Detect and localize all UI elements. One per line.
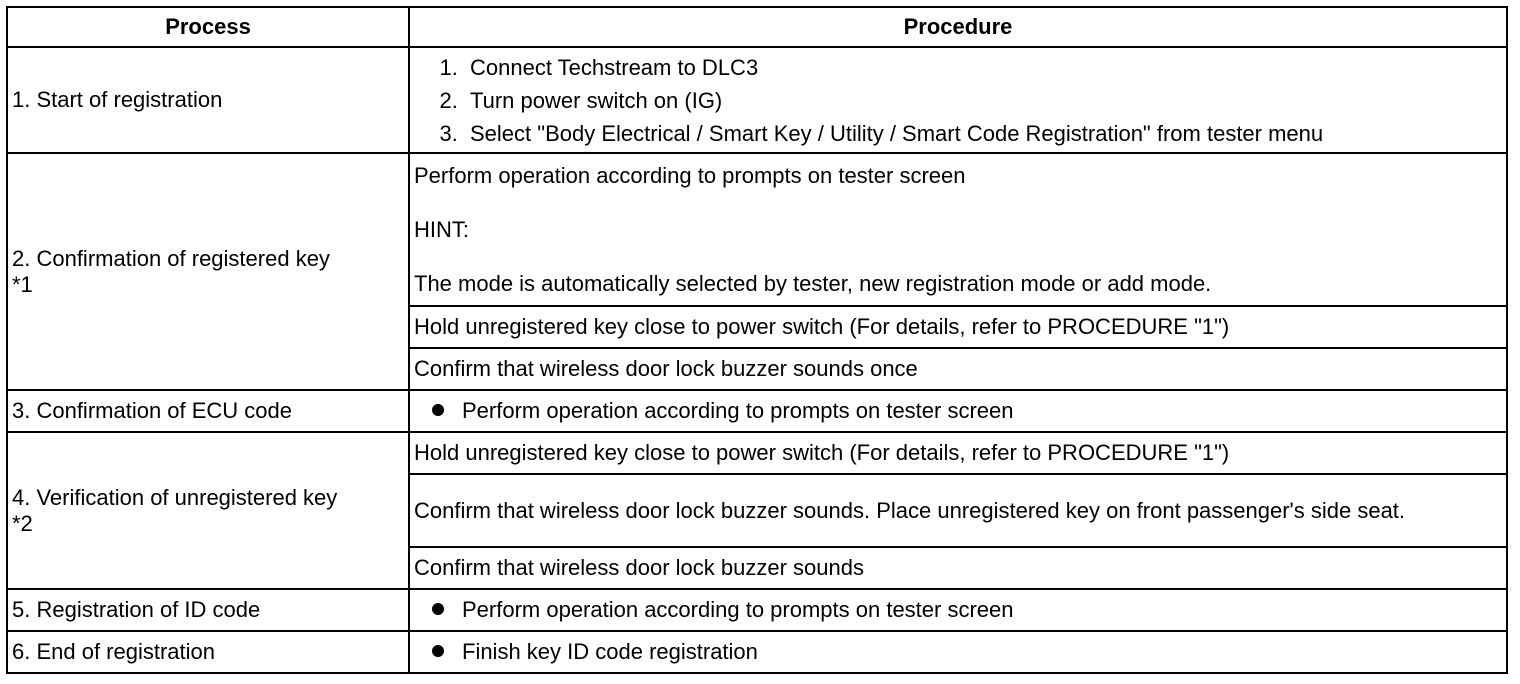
- process-cell: 2. Confirmation of registered key *1: [6, 152, 410, 391]
- table-row: Confirm that wireless door lock buzzer s…: [7, 546, 1508, 590]
- process-cell: 4. Verification of unregistered key *2: [6, 431, 410, 590]
- process-cell: 3. Confirmation of ECU code: [6, 389, 410, 433]
- hint-label: HINT:: [414, 216, 469, 242]
- bullet-text: Finish key ID code registration: [462, 639, 758, 664]
- process-cell: 5. Registration of ID code: [6, 588, 410, 632]
- table-row: 2. Confirmation of registered key *1 Per…: [6, 152, 1508, 391]
- procedure-cell: Hold unregistered key close to power swi…: [408, 305, 1508, 349]
- procedure-cell: Perform operation according to prompts o…: [408, 588, 1508, 632]
- bullet-text: Perform operation according to prompts o…: [462, 398, 1014, 423]
- procedure-cell: Confirm that wireless door lock buzzer s…: [408, 546, 1508, 590]
- table-row: Hold unregistered key close to power swi…: [7, 305, 1508, 349]
- bullet-icon: [432, 645, 444, 658]
- bullet-item: Perform operation according to prompts o…: [414, 398, 1014, 424]
- process-label: 2. Confirmation of registered key: [12, 245, 330, 271]
- hint-text: The mode is automatically selected by te…: [414, 270, 1212, 296]
- process-cell: 6. End of registration: [6, 630, 410, 674]
- table-row: 6. End of registration Finish key ID cod…: [6, 630, 1508, 674]
- procedure-cell: Confirm that wireless door lock buzzer s…: [408, 473, 1508, 548]
- procedure-cell: Hold unregistered key close to power swi…: [408, 431, 1508, 475]
- footnote-marker: *2: [12, 510, 33, 536]
- procedure-cell: Confirm that wireless door lock buzzer s…: [408, 347, 1508, 391]
- procedure-cell: Finish key ID code registration: [408, 630, 1508, 674]
- process-label: 4. Verification of unregistered key: [12, 484, 338, 510]
- list-item: Connect Techstream to DLC3: [464, 51, 1506, 84]
- header-process: Process: [6, 6, 410, 48]
- procedure-cell: Perform operation according to prompts o…: [408, 389, 1508, 433]
- table-row: 3. Confirmation of ECU code Perform oper…: [6, 389, 1508, 433]
- prompt-text: Perform operation according to prompts o…: [414, 162, 966, 188]
- bullet-item: Finish key ID code registration: [414, 639, 758, 665]
- registration-procedure-table: Process Procedure 1. Start of registrati…: [6, 6, 1508, 674]
- bullet-text: Perform operation according to prompts o…: [462, 597, 1014, 622]
- bullet-icon: [432, 603, 444, 616]
- step-list: Connect Techstream to DLC3 Turn power sw…: [414, 51, 1506, 150]
- footnote-marker: *1: [12, 271, 33, 297]
- table-row: Confirm that wireless door lock buzzer s…: [7, 473, 1508, 548]
- table-row: 4. Verification of unregistered key *2 H…: [6, 431, 1508, 590]
- bullet-item: Perform operation according to prompts o…: [414, 597, 1014, 623]
- list-item: Turn power switch on (IG): [464, 84, 1506, 117]
- process-cell: 1. Start of registration: [6, 46, 410, 154]
- procedure-cell: Perform operation according to prompts o…: [408, 152, 1508, 307]
- table-row: 1. Start of registration Connect Techstr…: [6, 46, 1508, 154]
- table-row: Confirm that wireless door lock buzzer s…: [7, 347, 1508, 391]
- bullet-icon: [432, 404, 444, 417]
- procedure-cell: Connect Techstream to DLC3 Turn power sw…: [408, 46, 1508, 154]
- table-row: 5. Registration of ID code Perform opera…: [6, 588, 1508, 632]
- header-row: Process Procedure: [6, 6, 1508, 48]
- header-procedure: Procedure: [408, 6, 1508, 48]
- list-item: Select "Body Electrical / Smart Key / Ut…: [464, 117, 1506, 150]
